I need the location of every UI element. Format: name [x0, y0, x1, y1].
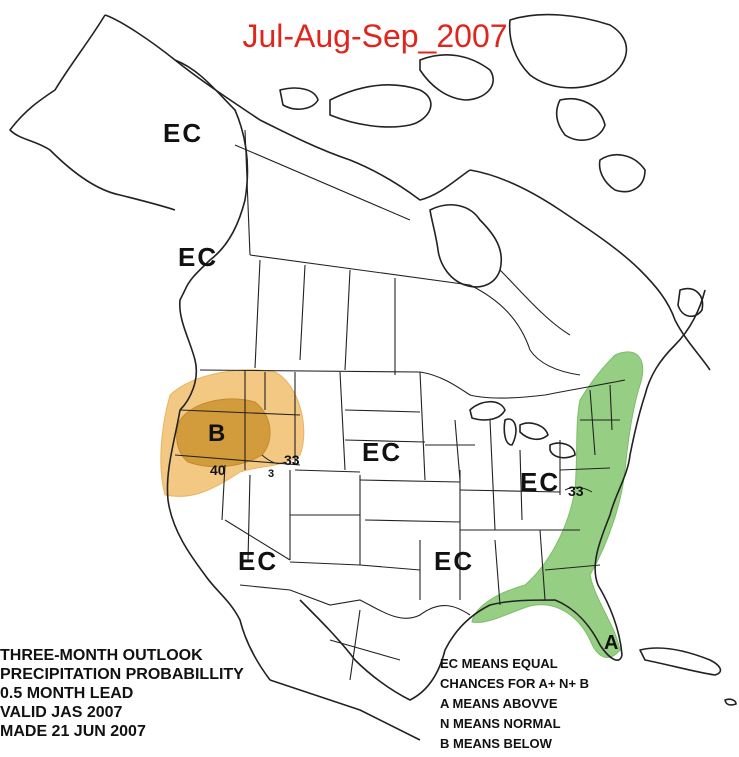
above-normal-region — [471, 351, 644, 658]
contour-33-west-label: 33 — [284, 452, 300, 468]
legend-line: VALID JAS 2007 — [0, 704, 123, 721]
below-normal-inner-region — [176, 398, 271, 468]
contour-3-label: 3 — [268, 468, 275, 480]
legend-line: 0.5 MONTH LEAD — [0, 685, 134, 702]
probability-contours — [261, 454, 593, 493]
above-normal-label: A — [604, 632, 621, 654]
ec-label-alaska: EC — [163, 118, 204, 148]
ec-label-southwest: EC — [238, 546, 279, 576]
key-line: A MEANS ABOVVE — [440, 696, 558, 711]
map-title: Jul-Aug-Sep_2007 — [242, 18, 508, 54]
key-line: EC MEANS EQUAL — [440, 656, 558, 671]
key-line: B MEANS BELOW — [440, 736, 552, 751]
category-key-legend: EC MEANS EQUAL CHANCES FOR A+ N+ B A MEA… — [440, 654, 589, 754]
key-line: CHANCES FOR A+ N+ B — [440, 676, 590, 691]
ec-label-plains: EC — [362, 437, 403, 467]
legend-line: MADE 21 JUN 2007 — [0, 723, 146, 740]
outlook-info-legend: THREE-MONTH OUTLOOK PRECIPITATION PROBAB… — [0, 646, 244, 741]
coastlines — [9, 13, 737, 741]
contour-40-label: 40 — [210, 462, 226, 478]
ec-label-south: EC — [434, 546, 475, 576]
legend-line: THREE-MONTH OUTLOOK — [0, 647, 203, 664]
below-normal-label: B — [208, 420, 228, 447]
legend-line: PRECIPITATION PROBABILLITY — [0, 666, 244, 683]
political-boundaries — [174, 129, 626, 681]
key-line: N MEANS NORMAL — [440, 716, 561, 731]
contour-33-east-label: 33 — [568, 483, 584, 499]
ec-label-bc: EC — [178, 242, 219, 272]
ec-label-east: EC — [520, 467, 561, 497]
